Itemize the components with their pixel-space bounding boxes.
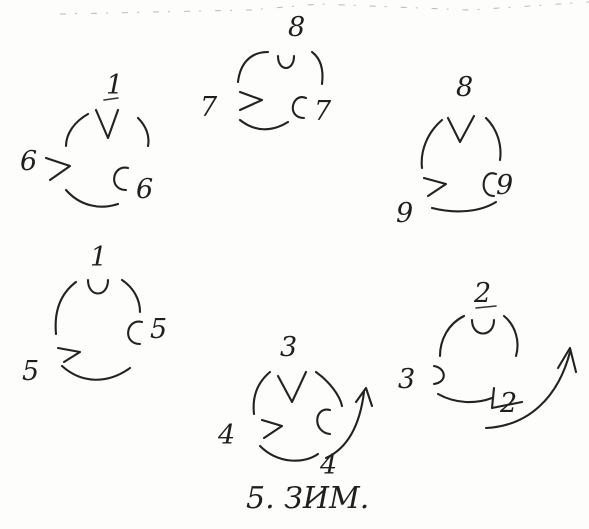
u-symbol (86, 278, 110, 295)
diagram-caption: 5. ЗИМ. (246, 481, 369, 516)
node-label-top: 2 (473, 278, 491, 309)
c-symbol (482, 172, 498, 198)
node-label-right: 9 (496, 170, 513, 201)
node-label-top: 1 (90, 242, 107, 273)
node-label-left: 5 (22, 356, 39, 387)
ring-arc (252, 370, 272, 416)
v-symbol (422, 176, 448, 198)
node-label-left: 4 (217, 420, 235, 451)
ring-arc (258, 444, 320, 462)
ring-arc (420, 118, 444, 170)
ring-arc (238, 118, 290, 131)
v-symbol (238, 90, 264, 112)
ring-arc (502, 314, 519, 358)
ring-arc (310, 50, 324, 86)
v-symbol (44, 156, 72, 182)
cycle-arrow (324, 390, 366, 460)
ring-arc (236, 50, 270, 84)
arrow-head (354, 386, 374, 408)
node-label-right: 4 (319, 450, 337, 481)
node-label-right: 2 (499, 388, 517, 419)
node-group-8-9-9: 8 9 9 (396, 72, 513, 229)
ring-arc (60, 364, 132, 381)
node-label-top: 1 (106, 70, 123, 101)
c-symbol (291, 96, 308, 120)
ring-arc (120, 278, 142, 314)
scan-noise (59, 1, 589, 15)
v-symbol (260, 418, 284, 440)
cycle-arrow (484, 350, 572, 430)
node-label-right: 6 (136, 174, 153, 205)
node-group-3-4-4: 3 4 4 (217, 332, 374, 481)
c-symbol (127, 320, 144, 346)
ring-arc (64, 112, 90, 148)
corner-symbol (490, 386, 524, 410)
ring-arc (314, 370, 344, 408)
ring-arc (54, 280, 78, 336)
node-label-right: 5 (150, 314, 167, 345)
ring-arc (484, 116, 502, 162)
c-symbol (113, 166, 130, 192)
v-symbol (56, 346, 82, 364)
u-symbol (276, 54, 296, 70)
node-label-top: 8 (288, 12, 305, 43)
node-group-1-5-5: 1 5 5 (22, 242, 167, 387)
v-symbol (446, 114, 476, 144)
reverse-c-symbol (432, 364, 445, 386)
node-label-left: 9 (396, 198, 413, 229)
c-symbol (316, 408, 332, 436)
ring-arc (136, 116, 150, 148)
node-group-1-6-6: 1 6 6 (20, 70, 153, 208)
arrow-head (556, 346, 578, 374)
label-underline (475, 305, 497, 309)
node-label-top: 3 (280, 332, 297, 363)
node-label-left: 7 (200, 92, 218, 123)
ring-arc (430, 200, 498, 213)
ring-arc (436, 392, 494, 404)
v-symbol (276, 370, 308, 404)
node-label-top: 8 (456, 72, 473, 103)
label-underline (103, 97, 119, 101)
ring-arc (438, 314, 466, 358)
node-group-2-3-2: 2 3 2 (398, 278, 578, 430)
v-symbol (94, 108, 120, 140)
u-symbol (470, 318, 496, 335)
node-label-left: 3 (398, 364, 415, 395)
ring-arc (64, 188, 120, 208)
node-label-right: 7 (314, 96, 332, 127)
node-label-left: 6 (20, 146, 37, 177)
node-group-8-7-7: 8 7 7 (200, 12, 332, 131)
